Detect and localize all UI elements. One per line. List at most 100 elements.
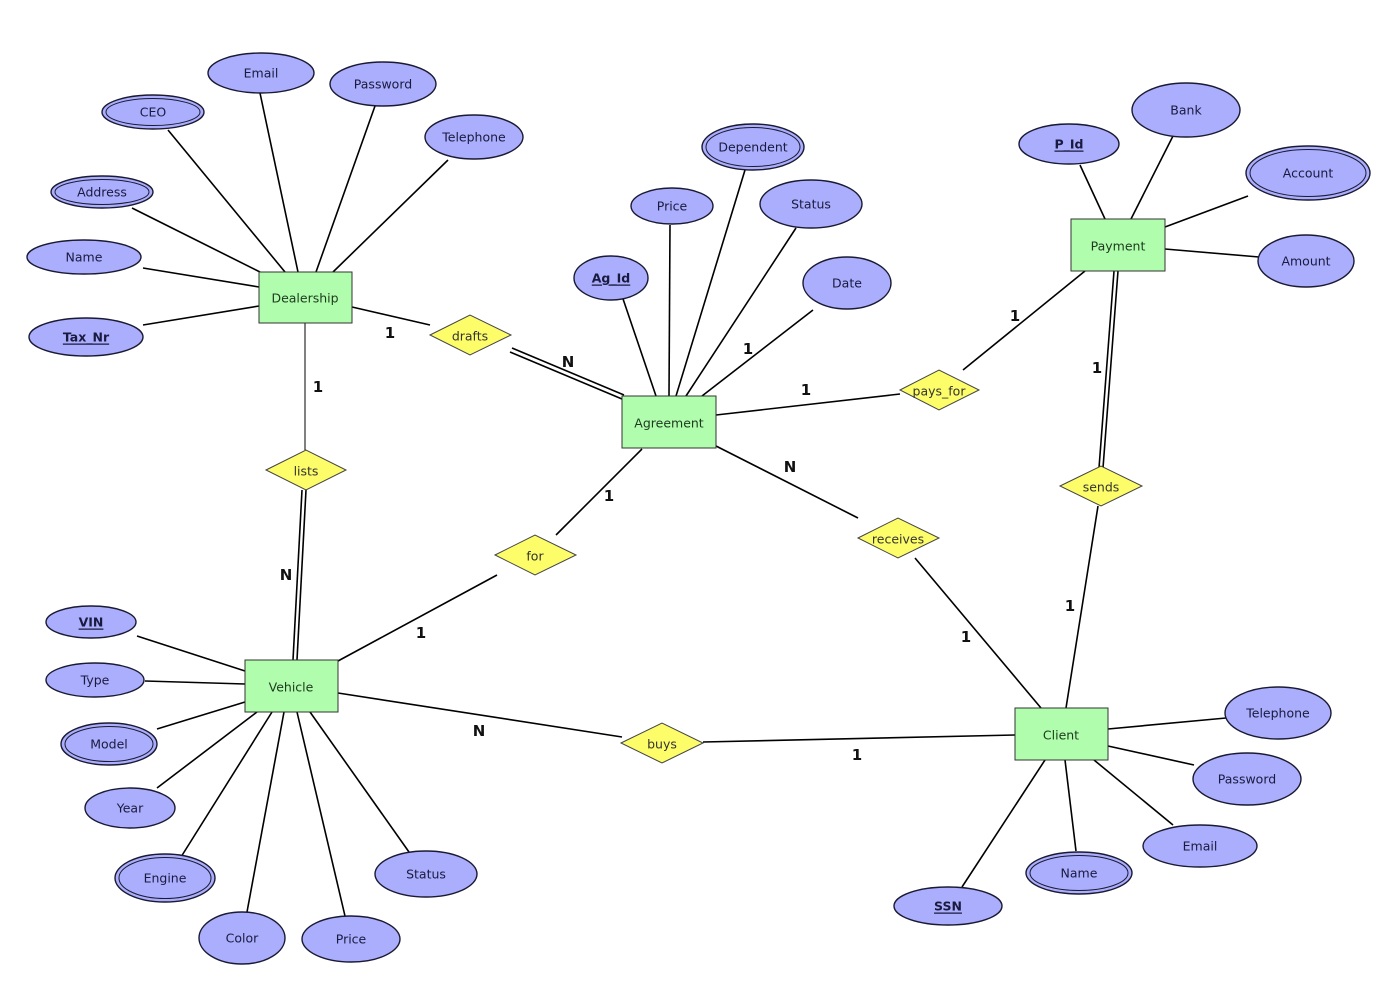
attribute-payment-account-inner [1249,149,1367,197]
relationships: drafts pays_for lists sends for receives… [264,314,1144,764]
attribute-agreement-price[interactable]: Price [630,187,714,225]
attribute-agreement-price-shape [630,187,714,225]
attribute-payment-pid[interactable]: P_Id [1018,123,1120,165]
connector-client-password [1107,745,1195,766]
attribute-vehicle-price-shape [301,915,401,963]
connector-lists-vehicle-a [292,489,303,661]
relationship-pays-for-label: pays_for [913,384,967,399]
attribute-client-email-label: Email [1183,839,1218,854]
attribute-dealership-ceo[interactable]: CEO [101,94,205,130]
connector-drafts-agreement-b [511,347,625,396]
attribute-dealership-taxnr-shape [28,317,144,357]
attribute-agreement-dependent-label: Dependent [718,140,787,155]
connector-drafts-agreement-a [509,351,623,400]
relationship-receives[interactable]: receives [856,517,941,559]
connector-vehicle-status [309,711,410,853]
attribute-agreement-dependent[interactable]: Dependent [701,123,805,171]
entity-dealership-box [258,271,353,324]
connector-dealership-name [142,267,260,288]
attribute-dealership-email[interactable]: Email [207,52,315,94]
connector-lines [131,92,1260,917]
attribute-agreement-date[interactable]: Date [802,256,892,310]
connector-vehicle-engine [180,711,273,858]
attribute-vehicle-price[interactable]: Price [301,915,401,963]
attribute-agreement-dependent-inner [705,127,801,167]
attribute-client-telephone[interactable]: Telephone [1224,686,1332,740]
attribute-client-telephone-shape [1224,686,1332,740]
connector-dealership-telephone [332,159,449,273]
attribute-client-password-shape [1192,752,1302,806]
relationship-for[interactable]: for [493,534,578,576]
attribute-vehicle-year[interactable]: Year [84,787,176,829]
cardinality-lists-dealership: 1 [313,378,323,396]
attribute-client-password[interactable]: Password [1192,752,1302,806]
attribute-dealership-password[interactable]: Password [329,61,437,107]
attribute-agreement-status[interactable]: Status [759,179,863,229]
entity-dealership[interactable]: Dealership [258,271,353,324]
attribute-vehicle-engine-inner [118,857,212,899]
connector-buys-client [702,734,1016,743]
connector-agreement-paysfor [715,393,901,416]
cardinality-pays-for-agreement: 1 [801,381,811,399]
relationship-pays-for-shape [898,369,981,411]
attribute-dealership-email-label: Email [244,66,279,81]
cardinality-for-vehicle: 1 [416,624,426,642]
attribute-dealership-email-shape [207,52,315,94]
relationship-sends-shape [1058,465,1144,507]
attribute-vehicle-type[interactable]: Type [45,662,145,698]
relationship-buys[interactable]: buys [619,722,705,764]
attribute-client-email[interactable]: Email [1142,824,1258,868]
connector-dealership-drafts [351,306,431,326]
attribute-vehicle-engine[interactable]: Engine [114,853,216,903]
attribute-dealership-password-shape [329,61,437,107]
attribute-agreement-agid[interactable]: Ag_Id [573,255,649,301]
entity-agreement-box [621,395,717,449]
entity-vehicle[interactable]: Vehicle [244,659,339,713]
relationship-receives-shape [856,517,941,559]
attribute-dealership-address[interactable]: Address [50,175,154,209]
relationship-drafts[interactable]: drafts [428,314,513,356]
cardinality-pays-for-payment: 1 [1010,307,1020,325]
relationship-for-shape [493,534,578,576]
cardinality-drafts-agreement: N [562,353,575,371]
cardinality-receives-client: 1 [961,628,971,646]
relationship-for-label: for [526,549,544,564]
attribute-dealership-taxnr[interactable]: Tax_Nr [28,317,144,357]
cardinality-sends-payment: 1 [1092,359,1102,377]
relationship-receives-label: receives [872,532,924,547]
entity-payment[interactable]: Payment [1070,218,1166,272]
connector-payment-bank [1130,135,1174,220]
connector-client-telephone [1107,717,1227,730]
attribute-payment-amount[interactable]: Amount [1257,234,1355,288]
attribute-dealership-telephone[interactable]: Telephone [424,114,524,160]
relationship-lists[interactable]: lists [264,449,348,491]
attribute-vehicle-color[interactable]: Color [198,911,286,965]
connector-vehicle-vin [136,635,246,672]
entity-agreement[interactable]: Agreement [621,395,717,449]
connector-vehicle-color [246,711,285,913]
connector-agreement-for [555,448,643,536]
attribute-vehicle-status[interactable]: Status [374,850,478,898]
relationship-sends[interactable]: sends [1058,465,1144,507]
entity-client-box [1014,707,1109,761]
attribute-client-name[interactable]: Name [1025,851,1133,895]
attribute-dealership-telephone-label: Telephone [441,130,506,145]
entity-client[interactable]: Client [1014,707,1109,761]
relationship-buys-label: buys [647,737,677,752]
connector-vehicle-model [156,701,246,730]
connector-agreement-agid [619,289,657,397]
attribute-payment-bank[interactable]: Bank [1131,82,1241,138]
attribute-vehicle-vin[interactable]: VIN [45,605,137,639]
connector-payment-pid [1079,164,1106,220]
attribute-vehicle-model[interactable]: Model [60,722,158,766]
attribute-dealership-address-label: Address [77,185,127,200]
attribute-payment-account-label: Account [1283,166,1334,181]
attribute-client-ssn[interactable]: SSN [893,886,1003,926]
connector-vehicle-buys [337,692,623,738]
attribute-payment-account[interactable]: Account [1245,145,1371,201]
relationship-pays-for[interactable]: pays_for [898,369,981,411]
attribute-vehicle-engine-label: Engine [144,871,187,886]
connector-payment-sends-b [1102,270,1119,469]
attribute-dealership-name[interactable]: Name [26,239,142,275]
connector-lists-vehicle-b [296,489,307,661]
